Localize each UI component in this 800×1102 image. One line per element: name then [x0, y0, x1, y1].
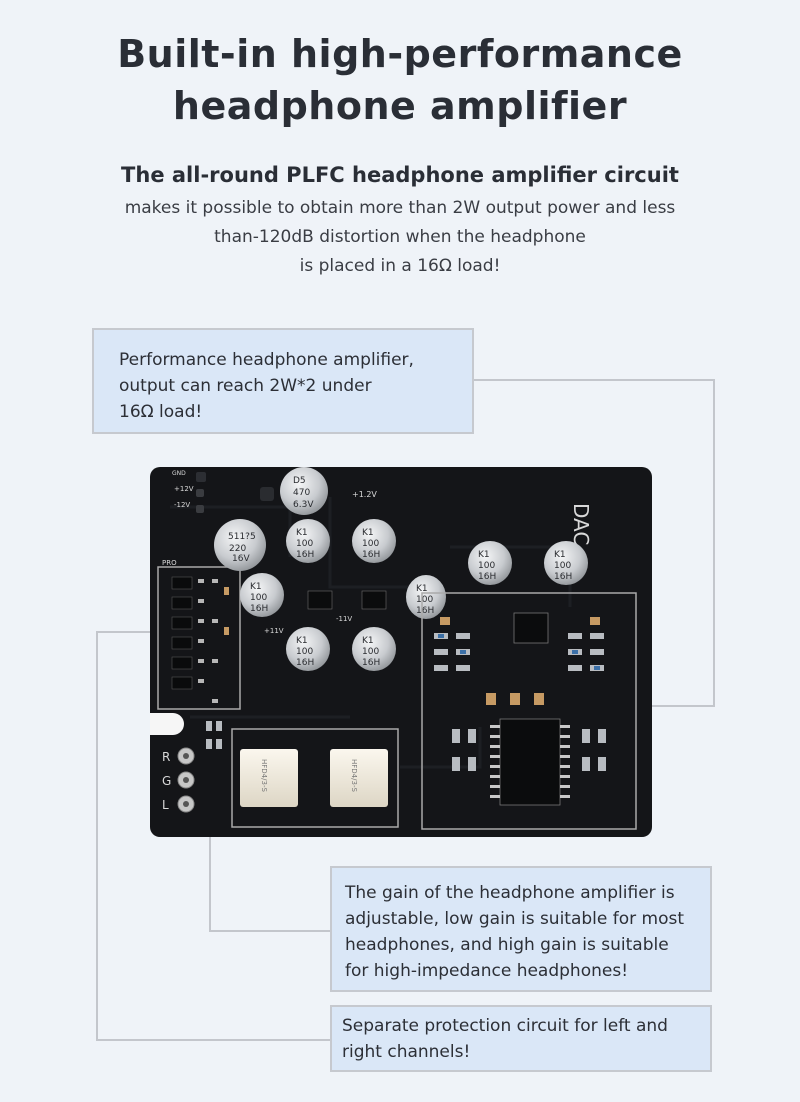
plus12v-label: +12V	[174, 485, 194, 493]
pcb-board-image: GND +12V -12V DAC PRO	[150, 467, 652, 837]
connector-gain	[209, 826, 330, 932]
callout-power-line-1: Performance headphone amplifier,	[119, 350, 414, 370]
svg-text:16H: 16H	[362, 550, 380, 560]
board-slot	[150, 713, 184, 735]
relay-section-outline	[231, 728, 399, 828]
relay-left: HFD4/3-S	[240, 749, 298, 807]
svg-text:HFD4/3-S: HFD4/3-S	[350, 759, 358, 792]
callout-protection-circuit: Separate protection circuit for left and…	[330, 1005, 712, 1072]
svg-text:470: 470	[293, 488, 310, 498]
plus11v-label: +11V	[264, 627, 284, 635]
svg-text:16V: 16V	[232, 554, 250, 564]
plus1-2v-label: +1.2V	[352, 490, 377, 499]
svg-text:511?5: 511?5	[228, 532, 256, 542]
callout-gain-line-2: adjustable, low gain is suitable for mos…	[345, 909, 685, 929]
description-line-2: than-120dB distortion when the headphone	[214, 227, 586, 247]
dac-label: DAC	[569, 503, 593, 545]
capacitor-k1-f: K1 100 16H	[406, 575, 446, 619]
capacitor-k1-b: K1 100 16H	[352, 519, 396, 563]
minus11v-label: -11V	[336, 615, 352, 623]
relay-right: HFD4/3-S	[330, 749, 388, 807]
svg-text:100: 100	[296, 647, 313, 657]
pro-section-outline	[157, 566, 241, 710]
r-label: R	[162, 750, 170, 764]
svg-text:D5: D5	[293, 476, 306, 486]
page-title-line-2: headphone amplifier	[172, 84, 628, 128]
svg-text:100: 100	[554, 561, 571, 571]
svg-text:100: 100	[296, 539, 313, 549]
page-title-line-1: Built-in high-performance	[117, 32, 683, 76]
svg-text:K1: K1	[296, 636, 308, 646]
gnd-label: GND	[172, 470, 186, 477]
svg-text:16H: 16H	[362, 658, 380, 668]
description-line-1: makes it possible to obtain more than 2W…	[124, 198, 676, 218]
capacitor-d5: D5 470 6.3V	[280, 467, 328, 515]
amplifier-chip	[499, 718, 561, 806]
callout-power-output: Performance headphone amplifier, output …	[92, 328, 474, 434]
svg-text:K1: K1	[554, 550, 566, 560]
capacitor-k1-d: K1 100 16H	[286, 627, 330, 671]
capacitor-k1-g: K1 100 16H	[468, 541, 512, 585]
svg-text:16H: 16H	[296, 550, 314, 560]
capacitor-k1-h: K1 100 16H	[544, 541, 588, 585]
description: makes it possible to obtain more than 2W…	[0, 194, 800, 281]
callout-protection-line-2: right channels!	[342, 1042, 471, 1062]
callout-adjustable-gain: The gain of the headphone amplifier is a…	[330, 866, 712, 992]
svg-text:K1: K1	[362, 528, 374, 538]
minus12v-label: -12V	[174, 501, 190, 509]
svg-text:K1: K1	[296, 528, 308, 538]
svg-text:220: 220	[229, 544, 246, 554]
svg-text:16H: 16H	[554, 572, 572, 582]
svg-text:100: 100	[250, 593, 267, 603]
svg-text:16H: 16H	[250, 604, 268, 614]
callout-gain-line-4: for high-impedance headphones!	[345, 961, 629, 981]
svg-text:6.3V: 6.3V	[293, 500, 314, 510]
capacitor-k1-c: K1 100 16H	[240, 573, 284, 617]
svg-text:K1: K1	[250, 582, 262, 592]
callout-protection-line-1: Separate protection circuit for left and	[342, 1016, 668, 1036]
svg-text:100: 100	[362, 647, 379, 657]
pro-label: PRO	[162, 559, 177, 567]
svg-text:K1: K1	[416, 584, 428, 594]
page-title: Built-in high-performance headphone ampl…	[0, 28, 800, 132]
svg-text:100: 100	[478, 561, 495, 571]
description-line-3: is placed in a 16Ω load!	[299, 256, 501, 276]
svg-text:16H: 16H	[416, 606, 434, 616]
svg-text:100: 100	[416, 595, 433, 605]
callout-gain-line-3: headphones, and high gain is suitable	[345, 935, 669, 955]
capacitor-big: 511?5 220 16V	[214, 519, 266, 571]
callout-power-line-2: output can reach 2W*2 under	[119, 376, 372, 396]
l-label: L	[162, 798, 169, 812]
g-label: G	[162, 774, 171, 788]
svg-text:16H: 16H	[478, 572, 496, 582]
capacitor-k1-e: K1 100 16H	[352, 627, 396, 671]
svg-text:K1: K1	[478, 550, 490, 560]
svg-text:HFD4/3-S: HFD4/3-S	[260, 759, 268, 792]
svg-text:100: 100	[362, 539, 379, 549]
callout-power-line-3: 16Ω load!	[119, 402, 203, 422]
svg-text:16H: 16H	[296, 658, 314, 668]
svg-text:K1: K1	[362, 636, 374, 646]
callout-gain-line-1: The gain of the headphone amplifier is	[345, 883, 675, 903]
amplifier-section-outline	[421, 592, 637, 830]
subheading: The all-round PLFC headphone amplifier c…	[121, 163, 679, 187]
capacitor-k1-a: K1 100 16H	[286, 519, 330, 563]
